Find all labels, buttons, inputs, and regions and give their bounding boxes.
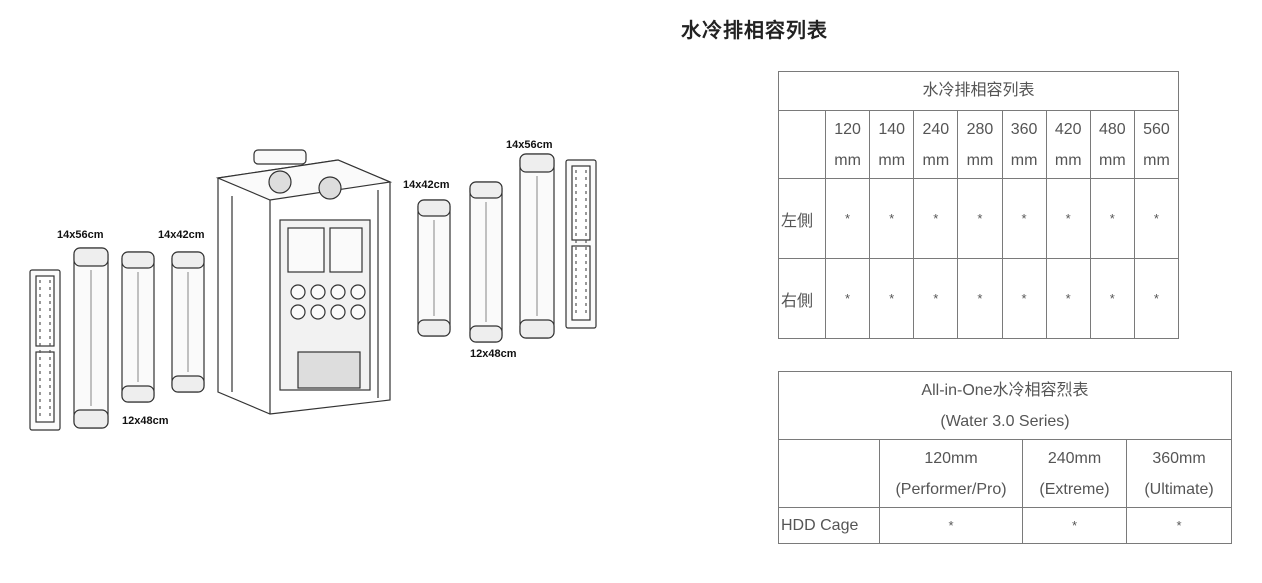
row-label: 右側 xyxy=(778,258,826,339)
dimension-label: 14x42cm xyxy=(403,179,450,191)
table-corner-cell xyxy=(778,439,880,508)
table-cell: * xyxy=(824,178,871,259)
left-filter-panel xyxy=(29,269,61,431)
table-cell: * xyxy=(957,258,1003,339)
column-header: 240mm(Extreme) xyxy=(1022,439,1127,508)
table-cell: * xyxy=(1133,178,1180,259)
table-caption-row: All-in-One水冷相容烈表(Water 3.0 Series) xyxy=(778,371,1232,440)
table-cell: * xyxy=(869,178,915,259)
table-cell: * xyxy=(1133,258,1180,339)
left-radiator-480 xyxy=(121,251,155,403)
dimension-label: 14x56cm xyxy=(506,139,553,151)
table-cell: * xyxy=(879,507,1023,544)
table-cell: * xyxy=(1001,258,1047,339)
left-radiator-420 xyxy=(171,251,205,393)
aio-compat-table: All-in-One水冷相容烈表(Water 3.0 Series) 120mm… xyxy=(778,371,1232,544)
page-title: 水冷排相容列表 xyxy=(681,18,828,42)
dimension-label: 14x56cm xyxy=(57,229,104,241)
table-cell: * xyxy=(824,258,871,339)
dimension-label: 12x48cm xyxy=(470,348,517,360)
column-header: 360mm(Ultimate) xyxy=(1126,439,1232,508)
right-radiator-480 xyxy=(469,181,503,343)
table-cell: * xyxy=(913,258,959,339)
left-radiator-560 xyxy=(73,247,109,429)
table-cell: * xyxy=(957,178,1003,259)
right-radiator-560 xyxy=(519,153,555,339)
table-row: 左側 * * * * * * * * xyxy=(778,178,1180,259)
right-filter-panel xyxy=(565,159,597,329)
table-cell: * xyxy=(1022,507,1127,544)
table-header-row: 120mm(Performer/Pro) 240mm(Extreme) 360m… xyxy=(778,439,1232,508)
dimension-label: 14x42cm xyxy=(158,229,205,241)
table-cell: * xyxy=(1045,258,1091,339)
row-label: HDD Cage xyxy=(778,507,880,544)
table-caption: 水冷排相容列表 xyxy=(778,71,1179,111)
case-exploded-diagram: 14x56cm 14x42cm 12x48cm 14x42cm 14x56cm … xyxy=(18,130,618,450)
column-header: 120mm(Performer/Pro) xyxy=(879,439,1023,508)
table-row: 右側 * * * * * * * * xyxy=(778,258,1180,339)
table-cell: * xyxy=(1001,178,1047,259)
table-cell: * xyxy=(913,178,959,259)
case-chassis xyxy=(215,149,393,415)
table-cell: * xyxy=(1089,258,1135,339)
table-cell: * xyxy=(1089,178,1135,259)
table-cell: * xyxy=(869,258,915,339)
table-cell: * xyxy=(1126,507,1232,544)
row-label: 左側 xyxy=(778,178,826,259)
table-caption: All-in-One水冷相容烈表(Water 3.0 Series) xyxy=(778,371,1232,440)
table-caption-row: 水冷排相容列表 xyxy=(778,71,1179,111)
right-radiator-420 xyxy=(417,199,451,337)
table-corner-cell xyxy=(778,110,826,179)
case-illustration xyxy=(29,149,597,431)
table-cell: * xyxy=(1045,178,1091,259)
table-row: HDD Cage * * * xyxy=(778,507,1232,544)
dimension-label: 12x48cm xyxy=(122,415,169,427)
